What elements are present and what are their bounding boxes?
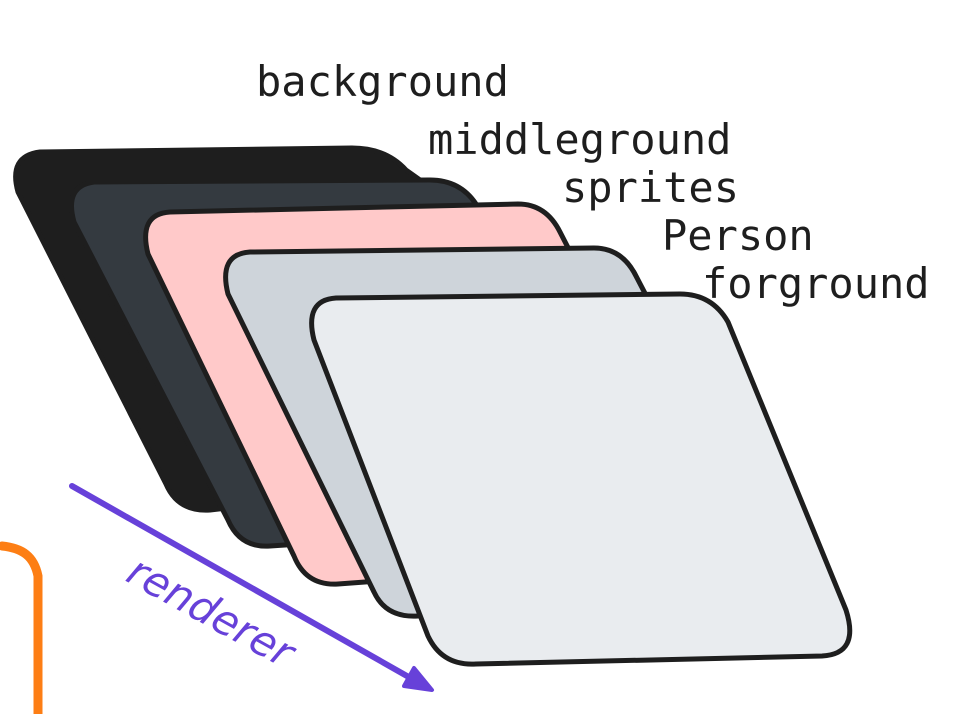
forground-layer [309,291,853,667]
label-person: Person [662,211,814,260]
label-forground: forground [702,259,930,308]
renderer-arrow [69,483,417,683]
renderer-arrow-head [402,666,434,692]
label-middleground: middleground [428,115,731,164]
label-sprites: sprites [562,163,739,212]
orange-bracket [0,541,43,714]
label-background: background [256,57,509,106]
